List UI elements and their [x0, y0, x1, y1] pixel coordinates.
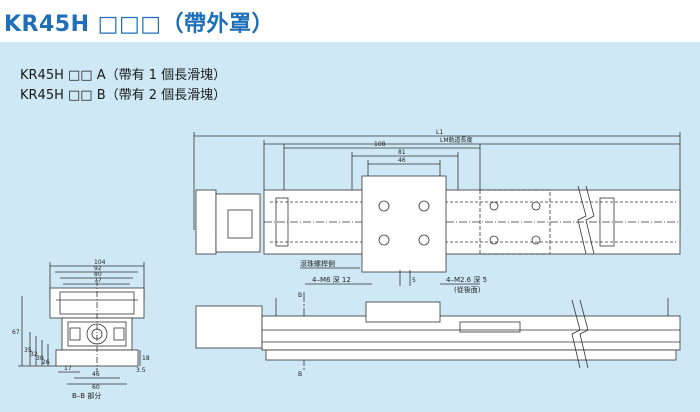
top-view [193, 132, 681, 286]
dim-46-top: 46 [398, 157, 406, 164]
dim-3-5: 3.5 [136, 367, 146, 374]
model-b-label: KR45H □□ B（帶有 2 個長滑塊） [20, 88, 227, 103]
header-bar: KR45H □□□（帶外罩） [0, 0, 700, 42]
dim-108: 108 [374, 141, 386, 148]
dim-lm-rail: LM軌道長度 [440, 136, 473, 144]
page-title: KR45H □□□（帶外罩） [4, 12, 275, 37]
dim-92: 92 [94, 265, 102, 272]
section-b-top: B [298, 292, 302, 299]
front-view [18, 262, 145, 385]
dim-46: 46 [92, 371, 100, 378]
dim-17: 17 [64, 365, 72, 372]
dim-80: 80 [94, 271, 102, 278]
side-view [195, 292, 681, 372]
dim-l1: L1 [436, 129, 443, 136]
dim-30: 30 [36, 355, 44, 362]
dim-77: 77 [94, 277, 102, 284]
dim-60: 60 [92, 384, 100, 391]
note-m6: 4–M6 深 12 [312, 275, 351, 284]
dim-104: 104 [94, 259, 106, 266]
dim-81: 81 [398, 149, 406, 156]
note-ballscrew-side: 滾珠螺桿側 [300, 259, 335, 268]
model-a-label: KR45H □□ A（帶有 1 個長滑塊） [20, 68, 227, 83]
dim-35: 35 [24, 347, 32, 354]
dim-32: 32 [30, 351, 38, 358]
section-caption: B–B 部分 [72, 391, 101, 400]
dim-18: 18 [142, 355, 150, 362]
dim-26: 26 [42, 359, 50, 366]
note-from-back: (從後面) [454, 285, 481, 294]
dim-5: 5 [412, 277, 416, 284]
section-b-bottom: B [298, 371, 302, 378]
note-m26: 4–M2.6 深 5 [446, 275, 487, 284]
dim-67: 67 [12, 329, 20, 336]
